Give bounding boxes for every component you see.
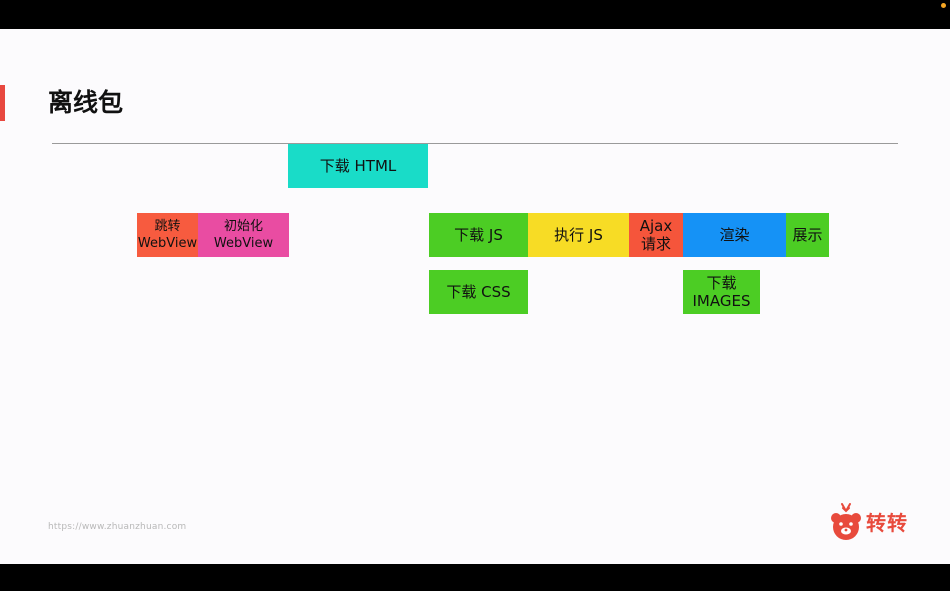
box-download-css: 下载 CSS [429,270,528,314]
box-render: 渲染 [683,213,786,257]
status-dot [941,3,946,8]
box-jump-webview: 跳转 WebView [137,213,198,257]
brand-logo: 转转 [829,501,908,541]
title-accent-bar [0,85,5,121]
title-divider [52,143,898,144]
box-download-images: 下载 IMAGES [683,270,760,314]
brand-name: 转转 [866,510,908,535]
footer-url: https://www.zhuanzhuan.com [48,522,187,532]
box-download-html: 下载 HTML [288,144,428,188]
box-execute-js: 执行 JS [528,213,629,257]
slide-title: 离线包 [48,88,124,117]
box-init-webview: 初始化 WebView [198,213,289,257]
box-ajax-request: Ajax 请求 [629,213,683,257]
slide: 离线包 下载 HTML 跳转 WebView 初始化 WebView 下载 JS… [0,29,950,564]
box-download-js: 下载 JS [429,213,528,257]
bear-logo-icon [831,503,861,540]
box-show: 展示 [786,213,829,257]
